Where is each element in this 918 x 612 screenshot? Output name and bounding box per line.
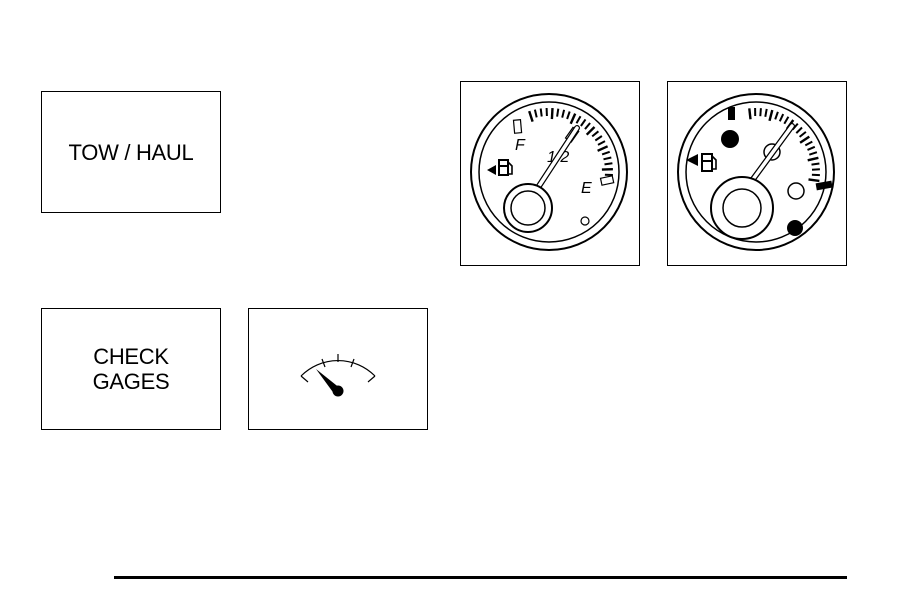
- check-gages-indicator: CHECK GAGES: [41, 308, 221, 430]
- dial-tick: [760, 108, 761, 116]
- dial-tick: [812, 164, 820, 165]
- full-label: F: [515, 137, 526, 154]
- fuel-gauge-english-dial: F 1/2 E: [461, 82, 638, 264]
- fuel-gauge-metric-dial: [668, 82, 845, 264]
- tow-haul-label: TOW / HAUL: [69, 140, 194, 165]
- dial-tick: [809, 179, 820, 181]
- dial-tick: [749, 108, 750, 119]
- gauge-warning-icon: [249, 309, 426, 428]
- dial-tick: [552, 108, 553, 119]
- horizontal-rule: [114, 576, 847, 579]
- dial-tick: [605, 163, 613, 164]
- dial-tick: [557, 109, 558, 117]
- dial-tick: [541, 109, 542, 117]
- fuel-gage-metric: [667, 81, 847, 266]
- fuel-gage-english: F 1/2 E: [460, 81, 640, 266]
- check-gages-line2: GAGES: [93, 369, 170, 394]
- gage-symbol-indicator: [248, 308, 428, 430]
- check-gages-line1: CHECK: [93, 344, 169, 369]
- check-gages-text: CHECK GAGES: [93, 344, 170, 394]
- empty-label: E: [581, 180, 592, 197]
- dial-tick: [765, 109, 766, 117]
- tow-haul-indicator: TOW / HAUL: [41, 91, 221, 213]
